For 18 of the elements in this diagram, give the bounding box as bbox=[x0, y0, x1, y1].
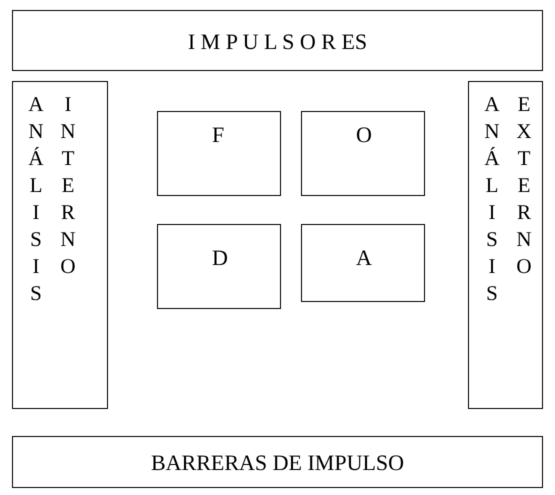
vertical-text: INTERNO bbox=[55, 92, 80, 281]
vertical-text: ANÁLISIS bbox=[23, 92, 48, 308]
analysis-column-box bbox=[468, 81, 543, 409]
quadrant-letter: D bbox=[212, 245, 228, 271]
vertical-text: EXTERNO bbox=[511, 92, 536, 281]
quadrant-box bbox=[157, 111, 281, 196]
quadrant-box bbox=[301, 224, 425, 302]
vertical-text: ANÁLISIS bbox=[479, 92, 504, 308]
quadrant-letter: A bbox=[356, 245, 372, 271]
banner-title: I M P U L S O R ES bbox=[186, 28, 368, 54]
banner-box bbox=[12, 436, 543, 488]
analysis-column-box bbox=[12, 81, 108, 409]
banner-box bbox=[12, 10, 543, 71]
quadrant-letter: O bbox=[356, 122, 372, 148]
quadrant-box bbox=[157, 224, 281, 309]
quadrant-letter: F bbox=[212, 122, 224, 148]
banner-title: BARRERAS DE IMPULSO bbox=[150, 450, 406, 476]
quadrant-box bbox=[301, 111, 425, 196]
